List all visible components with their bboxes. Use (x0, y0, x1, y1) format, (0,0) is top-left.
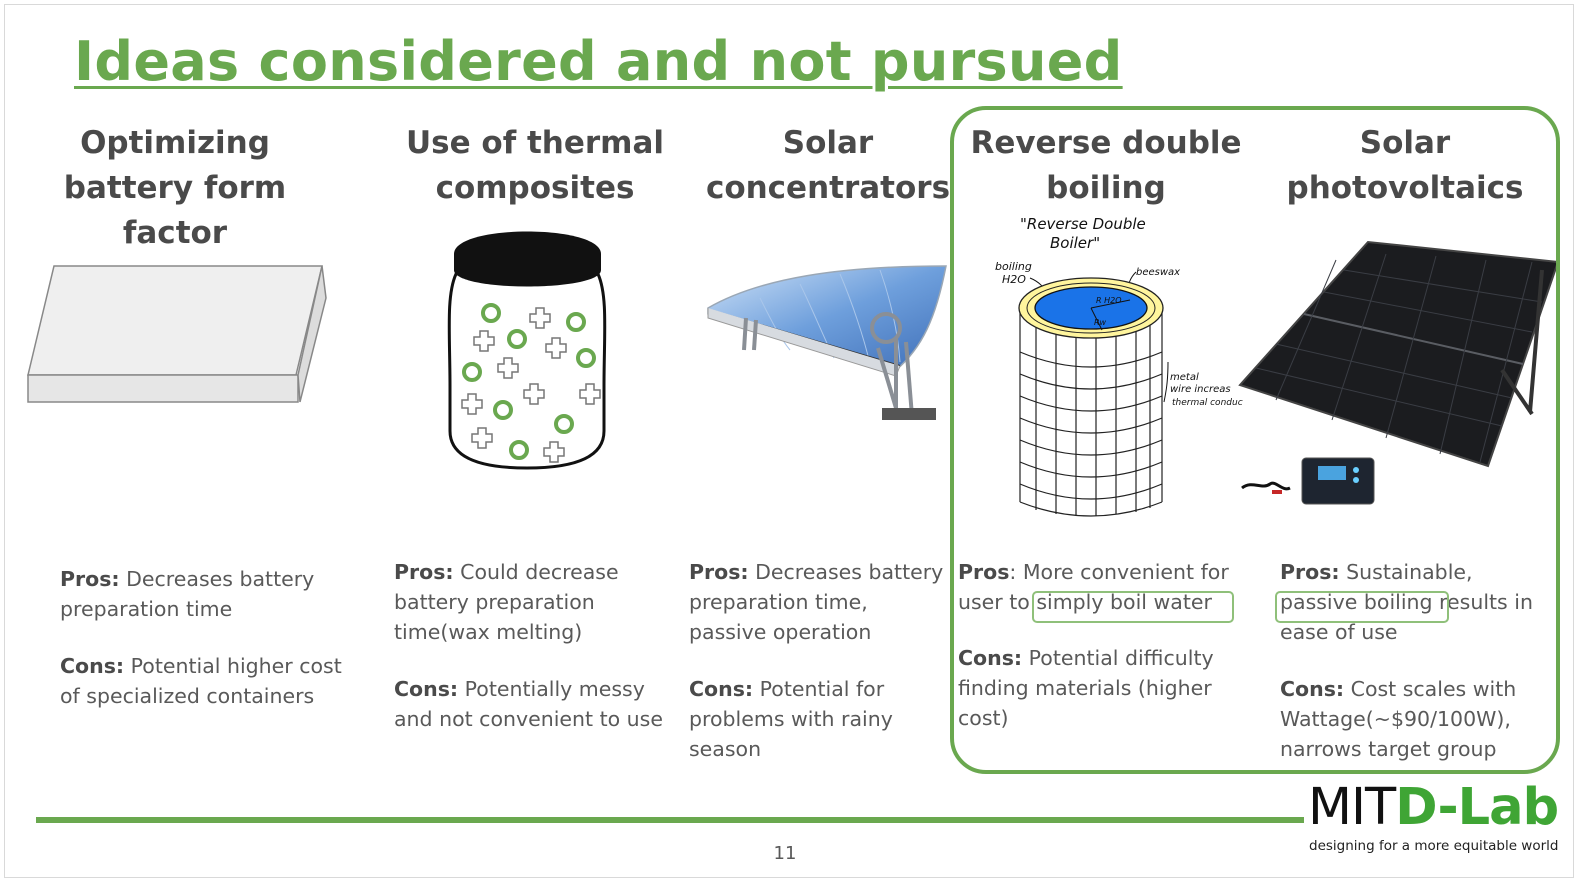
column-reverse-double-boiling-text: Pros: More convenient for user to simply… (958, 557, 1248, 733)
heading-solar-photovoltaics: Solar photovoltaics (1270, 121, 1540, 211)
logo-tagline: designing for a more equitable world (1309, 838, 1559, 854)
sketch-title: Boiler" (1050, 234, 1100, 252)
solar-panel-illustration (1238, 240, 1560, 505)
column-battery-form-factor-text: Pros: Decreases battery preparation time… (60, 564, 360, 711)
cons-paragraph: Cons: Potential difficulty finding mater… (958, 643, 1248, 733)
sketch-label: R H2O (1096, 296, 1122, 305)
cons-label: Cons: (1280, 677, 1345, 701)
pros-label: Pros: (394, 560, 454, 584)
solar-concentrator-illustration (707, 265, 947, 420)
cons-paragraph: Cons: Potentially messy and not convenie… (394, 674, 666, 734)
reverse-double-boiler-sketch: "Reverse Double Boiler" boiling H2O bees… (995, 215, 1243, 517)
pursued-ideas-callout-outline (950, 106, 1560, 774)
heading-line: Solar (1359, 125, 1451, 161)
heading-line: photovoltaics (1286, 170, 1524, 206)
pros-text: : More convenient for user to simply boi… (958, 560, 1229, 614)
cons-label: Cons: (689, 677, 754, 701)
sketch-title: "Reverse Double (1020, 215, 1146, 233)
pros-text: Could decrease battery preparation time(… (394, 560, 619, 644)
pros-label: Pros: (1280, 560, 1340, 584)
pros-label: Pros: (60, 567, 120, 591)
cons-text: Potential for problems with rainy season (689, 677, 893, 761)
cons-paragraph: Cons: Cost scales with Wattage(~$90/100W… (1280, 674, 1536, 764)
battery-slab-illustration (27, 265, 327, 403)
heading-line: factor (122, 215, 228, 251)
logo-wordmark: MITD-Lab (1308, 778, 1559, 838)
sketch-label: boiling (995, 260, 1032, 273)
pros-label: Pros (958, 560, 1010, 584)
sketch-label: H2O (1002, 273, 1026, 286)
column-solar-concentrators-text: Pros: Decreases battery preparation time… (689, 557, 951, 764)
sketch-label: Rw (1094, 318, 1107, 327)
logo-mit: MIT (1308, 778, 1396, 837)
pros-paragraph: Pros: Decreases battery preparation time… (689, 557, 951, 647)
heading-thermal-composites: Use of thermal composites (380, 121, 690, 211)
pros-text: Sustainable, passive boiling results in … (1280, 560, 1533, 644)
column-thermal-composites-text: Pros: Could decrease battery preparation… (394, 557, 666, 734)
page-number: 11 (773, 843, 797, 864)
cons-text: Potential difficulty finding materials (… (958, 646, 1214, 730)
thermal-composite-jar-illustration (447, 231, 607, 470)
sketch-label: metal (1170, 372, 1199, 383)
pros-paragraph: Pros: Sustainable, passive boiling resul… (1280, 557, 1536, 647)
heading-line: battery form (63, 170, 287, 206)
footer-divider (36, 817, 1304, 823)
pros-text: Decreases battery preparation time (60, 567, 315, 621)
pros-paragraph: Pros: Decreases battery preparation time (60, 564, 360, 624)
cons-paragraph: Cons: Potential higher cost of specializ… (60, 651, 360, 711)
heading-reverse-double-boiling: Reverse double boiling (961, 121, 1251, 211)
heading-line: concentrators (705, 170, 951, 206)
heading-battery-form-factor: Optimizing battery form factor (25, 121, 325, 256)
cons-paragraph: Cons: Potential for problems with rainy … (689, 674, 951, 764)
highlight-simply-boil-water (1032, 591, 1234, 623)
pros-text: Decreases battery preparation time, pass… (689, 560, 944, 644)
heading-line: composites (435, 170, 635, 206)
cons-text: Potentially messy and not convenient to … (394, 677, 663, 731)
heading-line: Optimizing (80, 125, 270, 161)
cons-label: Cons: (958, 646, 1023, 670)
cons-label: Cons: (60, 654, 125, 678)
sketch-label: beeswax (1136, 267, 1180, 278)
slide-frame (4, 4, 1574, 878)
sketch-label: wire increas (1170, 384, 1231, 395)
logo-dlab: D-Lab (1395, 778, 1559, 837)
mit-dlab-logo: MITD-Lab designing for a more equitable … (1308, 778, 1568, 858)
sketch-label: thermal conduc (1172, 398, 1243, 408)
pros-paragraph: Pros: More convenient for user to simply… (958, 557, 1248, 617)
cons-label: Cons: (394, 677, 459, 701)
cons-text: Cost scales with Wattage(~$90/100W), nar… (1280, 677, 1517, 761)
highlight-passive-boiling (1275, 591, 1449, 623)
heading-solar-concentrators: Solar concentrators (700, 121, 956, 211)
heading-line: Reverse double (970, 125, 1242, 161)
column-solar-photovoltaics-text: Pros: Sustainable, passive boiling resul… (1280, 557, 1536, 764)
slide-title: Ideas considered and not pursued (74, 30, 1123, 93)
cons-text: Potential higher cost of specialized con… (60, 654, 342, 708)
pros-paragraph: Pros: Could decrease battery preparation… (394, 557, 666, 647)
heading-line: Solar (782, 125, 874, 161)
pros-label: Pros: (689, 560, 749, 584)
heading-line: Use of thermal (405, 125, 665, 161)
heading-line: boiling (1046, 170, 1166, 206)
